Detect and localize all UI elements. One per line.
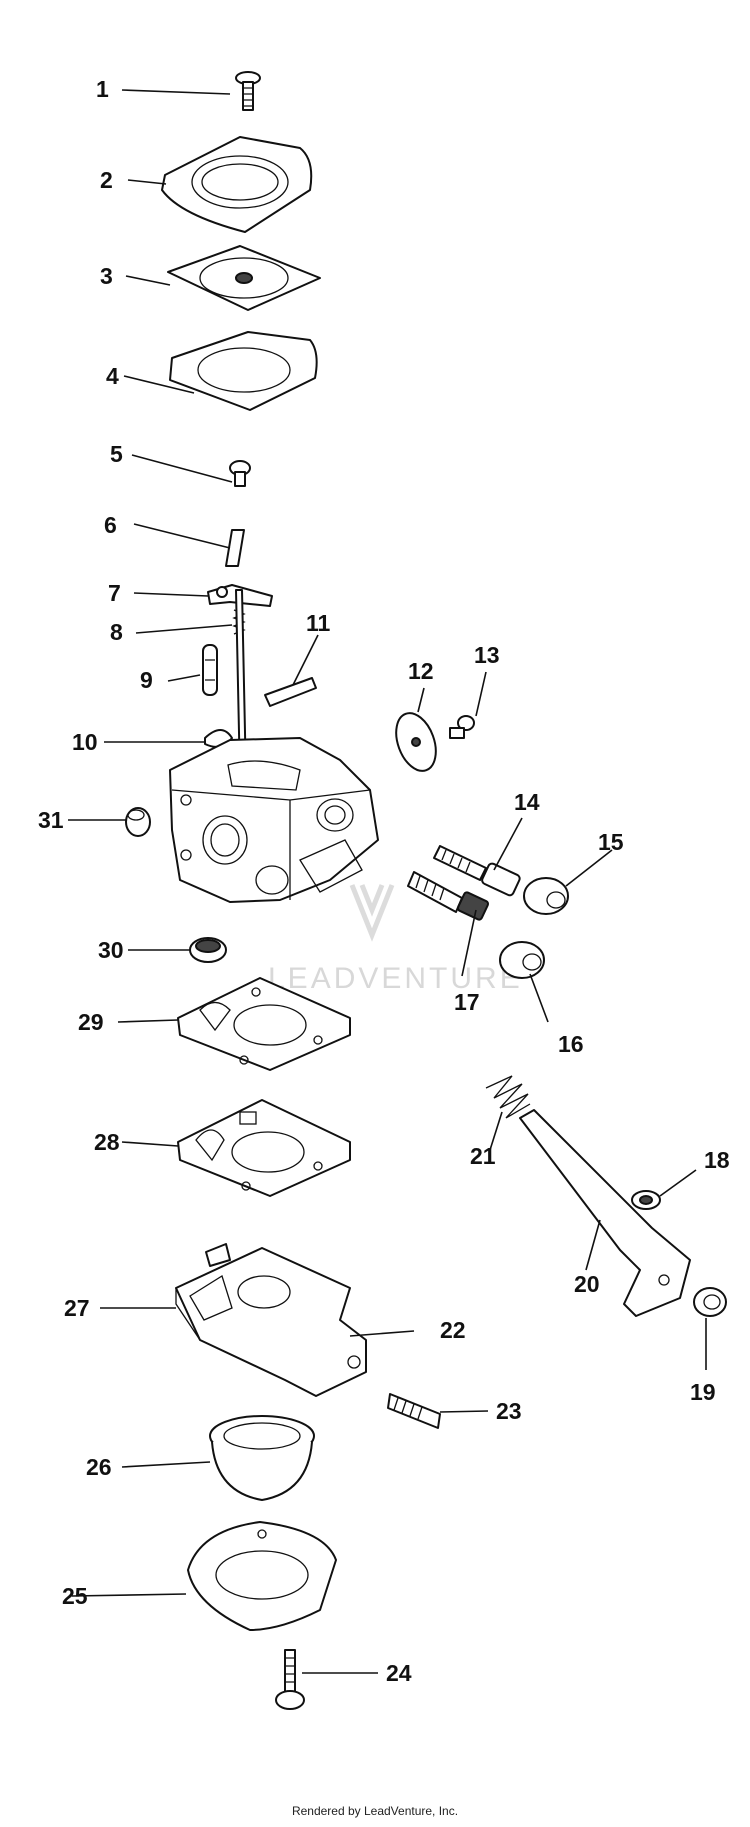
callout-2: 2 <box>100 167 113 193</box>
part-28-gasket[interactable] <box>177 1099 351 1197</box>
callout-3: 3 <box>100 263 113 289</box>
part-24-screw[interactable] <box>275 1649 305 1710</box>
part-16-limiter-cap[interactable] <box>499 941 545 979</box>
callout-29: 29 <box>78 1009 104 1035</box>
part-1-screw[interactable] <box>235 71 261 111</box>
watermark: LEADVENTURE <box>268 884 523 995</box>
callout-25: 25 <box>62 1583 88 1609</box>
leader-lines <box>68 89 707 1674</box>
callout-28: 28 <box>94 1129 120 1155</box>
part-6-pin[interactable] <box>225 529 245 567</box>
part-30-plug[interactable] <box>189 937 227 963</box>
callout-6: 6 <box>104 512 117 538</box>
footer-credit: Rendered by LeadVenture, Inc. <box>291 1804 459 1818</box>
part-2-pump-cover[interactable] <box>161 136 313 233</box>
part-20-lever[interactable] <box>519 1109 691 1317</box>
callout-27: 27 <box>64 1295 90 1321</box>
callout-30: 30 <box>98 937 124 963</box>
callout-12: 12 <box>408 658 434 684</box>
callout-15: 15 <box>598 829 624 855</box>
callout-20: 20 <box>574 1271 600 1297</box>
callout-14: 14 <box>514 789 540 815</box>
part-12-disc[interactable] <box>389 708 443 777</box>
callout-22: 22 <box>440 1317 466 1343</box>
part-3-diaphragm[interactable] <box>167 245 321 311</box>
part-9-needle[interactable] <box>202 644 218 696</box>
part-31-plug[interactable] <box>125 807 151 837</box>
callout-11: 11 <box>306 610 331 636</box>
callout-4: 4 <box>106 363 119 389</box>
callout-8: 8 <box>110 619 123 645</box>
callout-16: 16 <box>558 1031 584 1057</box>
callout-24: 24 <box>386 1660 412 1686</box>
part-21-spring[interactable] <box>485 1075 531 1119</box>
part-8-spring[interactable] <box>232 609 246 635</box>
part-13-screw[interactable] <box>449 715 475 739</box>
watermark-text: LEADVENTURE <box>268 962 523 995</box>
part-17-adjust-screw[interactable] <box>407 871 490 921</box>
part-11-rod[interactable] <box>264 677 317 707</box>
part-19-nut[interactable] <box>693 1287 727 1317</box>
part-4-gasket[interactable] <box>169 331 318 411</box>
callout-17: 17 <box>454 989 480 1015</box>
part-14-adjust-screw[interactable] <box>433 845 521 897</box>
part-29-gasket[interactable] <box>177 977 351 1071</box>
part-5-screw[interactable] <box>229 460 251 487</box>
part-15-limiter-cap[interactable] <box>523 877 569 915</box>
part-23-screw[interactable] <box>387 1393 441 1429</box>
callout-5: 5 <box>110 441 123 467</box>
callout-26: 26 <box>86 1454 112 1480</box>
callout-9: 9 <box>140 667 153 693</box>
callout-31: 31 <box>38 807 64 833</box>
callout-19: 19 <box>690 1379 716 1405</box>
callout-23: 23 <box>496 1398 522 1424</box>
callout-18: 18 <box>704 1147 730 1173</box>
part-18-clip[interactable] <box>631 1190 661 1210</box>
callout-10: 10 <box>72 729 98 755</box>
part-26-primer-bulb[interactable] <box>209 1415 315 1501</box>
callout-13: 13 <box>474 642 500 668</box>
callout-1: 1 <box>96 76 109 102</box>
part-27-metering-body[interactable] <box>175 1243 367 1397</box>
part-25-cover-plate[interactable] <box>187 1521 337 1631</box>
carburetor-body[interactable] <box>169 737 379 903</box>
callout-7: 7 <box>108 580 121 606</box>
callout-21: 21 <box>470 1143 496 1169</box>
callout-labels: 1 2 3 4 5 6 7 8 9 10 11 12 13 14 15 16 1… <box>38 76 730 1686</box>
